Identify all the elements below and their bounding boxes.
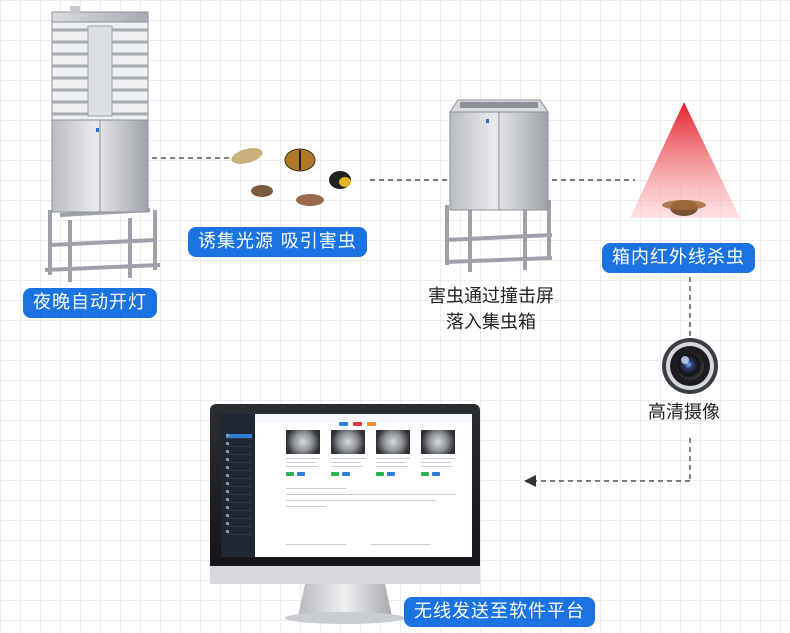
label-night-auto-light: 夜晚自动开灯	[23, 288, 157, 318]
insect-collector-icon	[444, 99, 553, 272]
label-infrared-kill: 箱内红外线杀虫	[602, 243, 755, 273]
monitor-screen	[221, 414, 472, 557]
screen-sidebar	[221, 414, 255, 557]
label-attract-pests: 诱集光源 吸引害虫	[188, 227, 367, 257]
caption-line-1: 害虫通过撞击屏	[428, 286, 554, 307]
caption-hit-screen: 害虫通过撞击屏 落入集虫箱	[428, 284, 554, 336]
insect-icon	[231, 148, 351, 206]
label-wireless-send: 无线发送至软件平台	[404, 597, 595, 627]
infrared-cone-icon	[630, 102, 740, 218]
lamp-device-icon	[44, 6, 161, 282]
image-thumbnail	[286, 430, 320, 454]
caption-line-2: 落入集虫箱	[446, 312, 536, 333]
image-thumbnail	[376, 430, 410, 454]
caption-hd-camera: 高清摄像	[648, 402, 720, 423]
camera-lens-icon	[662, 338, 718, 394]
image-thumbnail	[331, 430, 365, 454]
screen-topbar	[255, 414, 472, 422]
image-thumbnail	[421, 430, 455, 454]
arrow-left-icon	[524, 475, 536, 487]
connector-lines	[152, 157, 691, 482]
